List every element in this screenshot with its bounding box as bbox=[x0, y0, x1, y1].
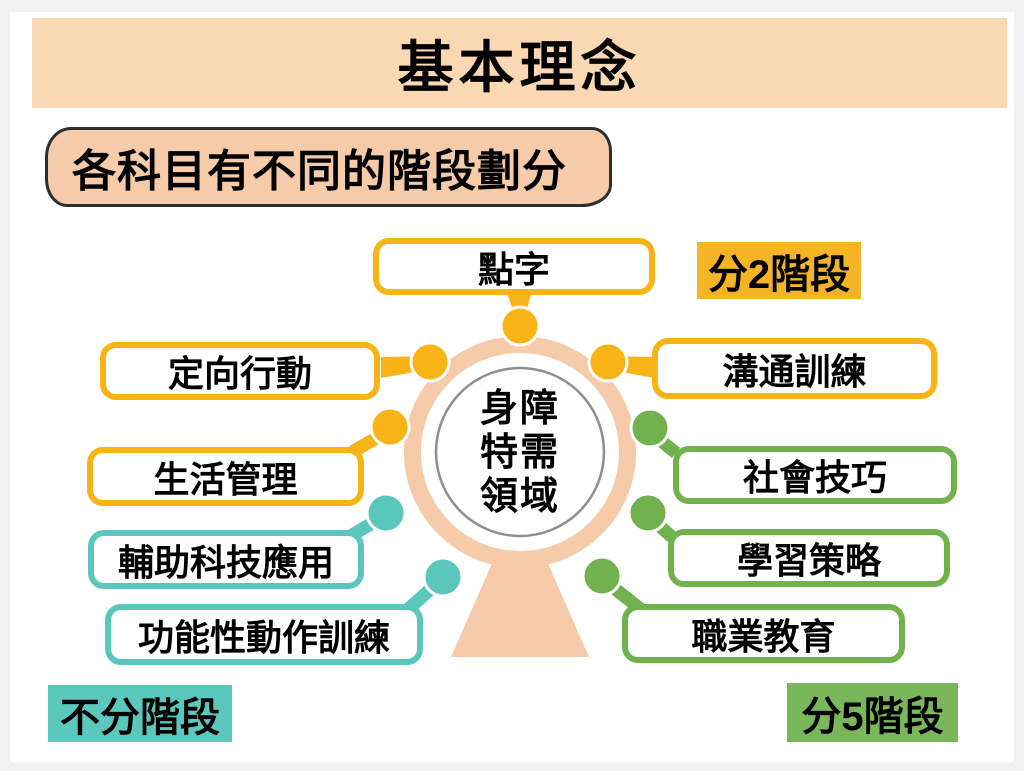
node-label: 社會技巧 bbox=[742, 457, 887, 498]
node-learning-strategies: 學習策略 bbox=[668, 529, 950, 587]
dot-orientation-mobility bbox=[409, 341, 451, 383]
node-communication-training: 溝通訓練 bbox=[652, 338, 937, 399]
dot-vocational-education bbox=[581, 555, 623, 597]
node-label: 溝通訓練 bbox=[722, 350, 867, 392]
dot-braille bbox=[499, 305, 541, 347]
dot-assistive-tech bbox=[365, 492, 407, 534]
node-assistive-tech: 輔助科技應用 bbox=[88, 530, 364, 589]
node-braille: 點字 bbox=[373, 238, 655, 295]
dot-learning-strategies bbox=[627, 492, 669, 534]
node-label: 生活管理 bbox=[153, 458, 298, 500]
node-label: 定向行動 bbox=[167, 353, 312, 394]
badge-5-stages: 分5階段 bbox=[787, 683, 958, 742]
subtitle-callout: 各科目有不同的階段劃分 bbox=[45, 127, 612, 207]
node-label: 點字 bbox=[477, 248, 550, 290]
dot-social-skills bbox=[629, 407, 671, 449]
badge-label: 不分階段 bbox=[60, 695, 220, 740]
node-label: 學習策略 bbox=[736, 540, 881, 581]
node-label: 輔助科技應用 bbox=[117, 541, 334, 583]
title-banner: 基本理念 bbox=[32, 18, 1007, 108]
node-functional-motor: 功能性動作訓練 bbox=[105, 604, 423, 665]
hub-pedestal-trapezoid bbox=[451, 552, 589, 657]
dot-daily-living bbox=[369, 406, 411, 448]
center-circle-label: 身障 特需 領域 bbox=[440, 387, 600, 519]
badge-2-stages: 分2階段 bbox=[697, 242, 861, 299]
badge-label: 分2階段 bbox=[707, 252, 851, 297]
center-line-1: 身障 bbox=[479, 388, 560, 430]
badge-no-stages: 不分階段 bbox=[48, 685, 232, 742]
node-daily-living: 生活管理 bbox=[87, 447, 364, 506]
hub-inner-circle bbox=[434, 366, 606, 538]
node-orientation-mobility: 定向行動 bbox=[100, 342, 380, 400]
dot-functional-motor bbox=[422, 556, 464, 598]
subtitle-text: 各科目有不同的階段劃分 bbox=[72, 147, 567, 196]
node-label: 職業教育 bbox=[691, 615, 836, 657]
node-label: 功能性動作訓練 bbox=[137, 616, 390, 658]
node-social-skills: 社會技巧 bbox=[673, 446, 957, 504]
dot-communication-training bbox=[587, 341, 629, 383]
center-line-2: 特需 bbox=[479, 432, 560, 474]
page-title: 基本理念 bbox=[397, 35, 642, 99]
node-vocational-education: 職業教育 bbox=[622, 604, 905, 663]
badge-label: 分5階段 bbox=[801, 694, 944, 739]
center-line-3: 領域 bbox=[479, 476, 560, 518]
